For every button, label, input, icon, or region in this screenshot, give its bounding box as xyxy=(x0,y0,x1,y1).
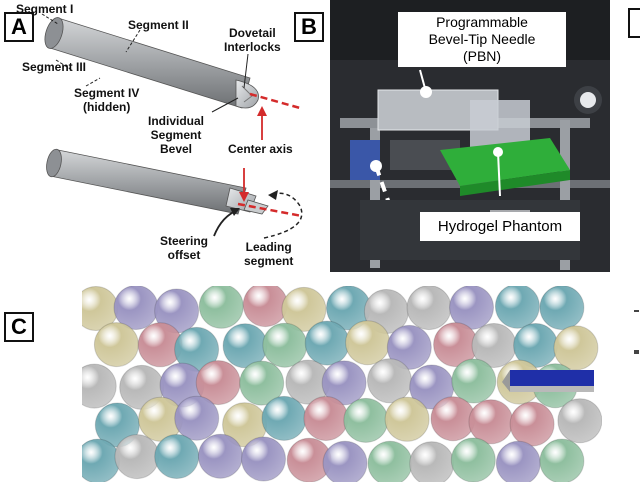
packing-sphere xyxy=(494,286,540,329)
upper-needle xyxy=(44,17,259,109)
panel-c-sphere-packing xyxy=(82,286,602,482)
packing-sphere xyxy=(557,398,602,444)
hydrogel-phantom-block xyxy=(440,138,570,186)
packing-sphere xyxy=(114,434,160,480)
label-segment-1: Segment I xyxy=(16,2,74,16)
packing-sphere xyxy=(539,286,585,331)
panel-b-photo: Programmable Bevel-Tip Needle (PBN) Hydr… xyxy=(330,0,610,272)
packing-sphere xyxy=(304,320,350,366)
steering-offset-arrowhead xyxy=(230,208,240,216)
leader-segment-2 xyxy=(125,29,141,53)
packing-sphere xyxy=(539,438,585,482)
panel-a-letter: A xyxy=(4,12,34,42)
panel-c-needle xyxy=(502,370,594,392)
packing-sphere xyxy=(495,440,541,482)
packing-sphere xyxy=(386,324,432,370)
pbn-label: Programmable Bevel-Tip Needle (PBN) xyxy=(398,12,566,67)
label-segment-3: Segment III xyxy=(22,60,87,74)
packing-sphere xyxy=(450,437,496,482)
packing-sphere xyxy=(321,360,367,406)
packing-sphere xyxy=(281,286,327,332)
leader-segment-4 xyxy=(85,77,101,87)
leader-dovetail xyxy=(243,53,249,89)
packing-sphere xyxy=(197,433,243,479)
leader-segment-1 xyxy=(41,13,59,25)
packing-sphere xyxy=(406,286,452,331)
upper-center-axis xyxy=(249,92,301,110)
packing-sphere xyxy=(468,399,514,445)
leading-segment-arrow xyxy=(263,192,303,239)
center-axis-arrowhead xyxy=(257,106,267,116)
packing-sphere xyxy=(367,358,412,404)
panel-b-letter: B xyxy=(294,12,324,42)
packing-sphere xyxy=(174,395,220,441)
label-segment-4: Segment IV (hidden) xyxy=(74,86,140,114)
packing-sphere xyxy=(553,325,599,371)
packing-sphere xyxy=(241,436,286,482)
panel-a-needle-diagram xyxy=(41,13,303,239)
packing-sphere xyxy=(367,440,413,482)
lower-needle xyxy=(46,148,269,215)
label-individual-segment-bevel: Individual Segment Bevel xyxy=(148,114,205,156)
label-segment-2: Segment II xyxy=(128,18,189,32)
label-dovetail-interlocks: Dovetail Interlocks xyxy=(224,26,281,54)
label-steering-offset: Steering offset xyxy=(160,234,209,262)
partial-panel-letter xyxy=(628,8,640,38)
packing-sphere xyxy=(509,401,555,447)
packing-sphere xyxy=(343,397,389,443)
packing-sphere xyxy=(409,441,455,482)
packing-sphere xyxy=(242,286,288,328)
packing-sphere xyxy=(384,396,430,442)
packing-sphere xyxy=(239,360,285,406)
packing-sphere xyxy=(345,320,391,366)
leader-bevel xyxy=(211,97,239,113)
packing-sphere xyxy=(430,396,476,442)
edge-mark-1 xyxy=(634,310,639,312)
packing-sphere xyxy=(261,395,307,441)
label-leading-segment: Leading segment xyxy=(244,240,294,268)
hydrogel-phantom-label: Hydrogel Phantom xyxy=(420,212,580,241)
packing-sphere xyxy=(82,363,117,409)
packing-sphere xyxy=(262,322,308,368)
leader-segment-3 xyxy=(55,59,73,71)
edge-mark-2 xyxy=(634,350,639,354)
packing-sphere xyxy=(451,358,497,404)
leading-segment-arrowhead xyxy=(268,190,278,200)
packing-sphere xyxy=(303,396,349,441)
panel-c-letter: C xyxy=(4,312,34,342)
packing-sphere xyxy=(93,322,139,368)
packing-sphere xyxy=(154,434,200,479)
label-center-axis: Center axis xyxy=(228,142,293,156)
packing-sphere xyxy=(322,440,368,482)
packing-sphere xyxy=(198,286,244,329)
lower-axis-arrowhead xyxy=(239,192,249,202)
